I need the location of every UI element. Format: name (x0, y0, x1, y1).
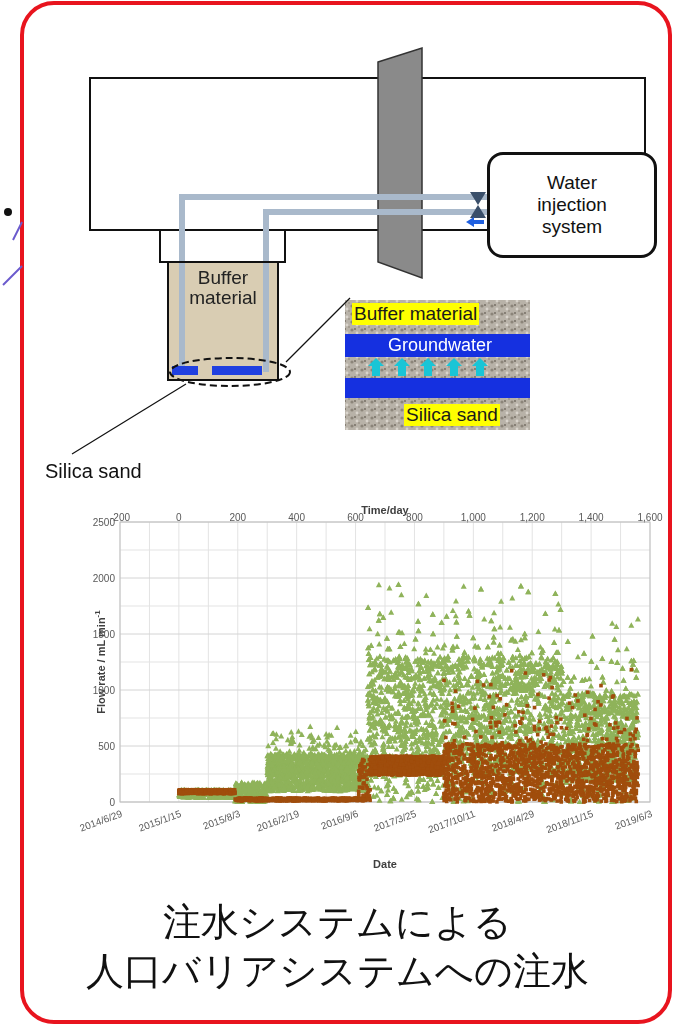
tick-label: 1500 (93, 629, 115, 640)
pipe-connector (266, 212, 487, 262)
node-text: Buffer material (168, 268, 278, 308)
plug (378, 48, 422, 278)
connector-dot (4, 208, 12, 216)
tick-label: 0 (176, 512, 182, 523)
tick-label: 2500 (93, 517, 115, 528)
tick-label: 200 (229, 512, 246, 523)
panel-border (22, 3, 670, 1022)
tick-label: 2000 (93, 573, 115, 584)
groundwater-pocket (212, 366, 262, 375)
tick-label: 600 (347, 512, 364, 523)
tick-label: 0 (109, 797, 115, 808)
node-text: Water injection system (518, 172, 626, 238)
groundwater-band (345, 334, 530, 357)
caption: 注水システムによる 人口バリアシステムへの注水 (47, 898, 627, 997)
external-line (3, 266, 22, 285)
leader-line (72, 384, 186, 454)
part-label: Silica sand (45, 460, 142, 483)
tick-label: 1,000 (461, 512, 486, 523)
axis-title: Time/day (361, 504, 409, 516)
buffer-material-borehole: Buffer material (168, 262, 278, 366)
tick-label: 400 (288, 512, 305, 523)
scatter-points (120, 520, 650, 804)
tick-label: 1000 (93, 685, 115, 696)
tick-label: 500 (98, 741, 115, 752)
external-line (13, 222, 22, 240)
valve (470, 205, 486, 218)
inset-gravel (345, 300, 530, 430)
water-injection-box: Water injection system (487, 152, 657, 258)
inset-label: Groundwater (388, 335, 492, 356)
axis-title: Flow rate / mL min-1 (93, 610, 107, 714)
axis-title: -1 (93, 610, 102, 617)
axis-title: Date (373, 858, 397, 870)
tick-label: 1,200 (520, 512, 545, 523)
tick-label: 800 (406, 512, 423, 523)
tick-label: 1,600 (637, 512, 662, 523)
inset-label: Silica sand (404, 404, 500, 426)
tick-label: 1,400 (579, 512, 604, 523)
valve (470, 192, 486, 205)
detail-ellipse (170, 358, 290, 386)
leader-line (286, 298, 350, 362)
pipe (263, 262, 269, 372)
flow-arrow (466, 217, 484, 227)
groundwater-band (345, 378, 530, 398)
inset-label: Buffer material (352, 303, 479, 325)
flow-arrows (368, 358, 488, 376)
groundwater-pocket (172, 366, 198, 375)
